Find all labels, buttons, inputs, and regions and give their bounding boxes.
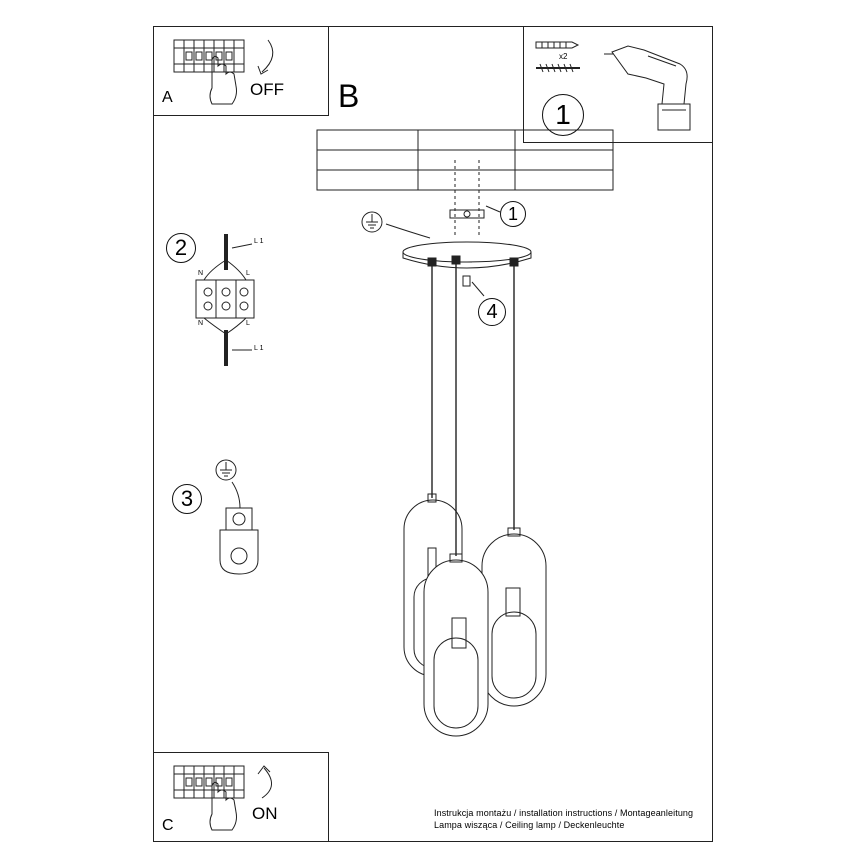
terminal-block-icon [195,234,255,366]
step-2-badge: 2 [166,233,196,263]
breaker-icon-off [173,39,245,73]
panel-a-action: OFF [250,80,284,99]
wire-l1-bottom: L 1 [254,345,264,352]
canopy [402,241,532,269]
wire-n-top: N [198,270,204,277]
footer-line-2: Lampa wisząca / Ceiling lamp / Deckenleu… [434,820,625,830]
ceiling-structure [316,129,614,191]
panel-b-letter: B [338,78,360,114]
pendant-lamp-3 [481,527,547,707]
footer-line-1: Instrukcja montażu / installation instru… [434,808,694,818]
step-1-badge-tools: 1 [542,94,584,136]
tools-qty: x2 [559,52,568,61]
page-frame [153,26,713,842]
panel-c-letter: C [162,817,174,834]
wire-n-bottom: N [198,320,204,327]
panel-c-action: ON [252,804,278,823]
breaker-icon-on [173,765,245,799]
wire-l1-top: L 1 [254,238,264,245]
drill-icon [604,45,691,131]
step-4-badge: 4 [478,298,506,326]
step-1-badge: 1 [500,201,526,227]
earth-connector-icon [215,459,259,575]
earth-symbol-icon [361,211,383,233]
wall-plug-icon [535,41,580,49]
step-3-badge: 3 [172,484,202,514]
panel-a-letter: A [162,89,173,106]
hand-icon-a [209,55,237,105]
arrow-down-icon [261,39,274,73]
hand-icon-c [209,781,237,831]
panel-c [153,752,329,842]
arrow-up-icon [261,767,272,799]
screw-icon [536,63,580,73]
wire-l-top: L [246,270,250,277]
panel-a [153,26,329,116]
pendant-lamp-2 [423,553,489,737]
wire-l-bottom: L [246,320,250,327]
mounting-bracket [449,209,485,219]
